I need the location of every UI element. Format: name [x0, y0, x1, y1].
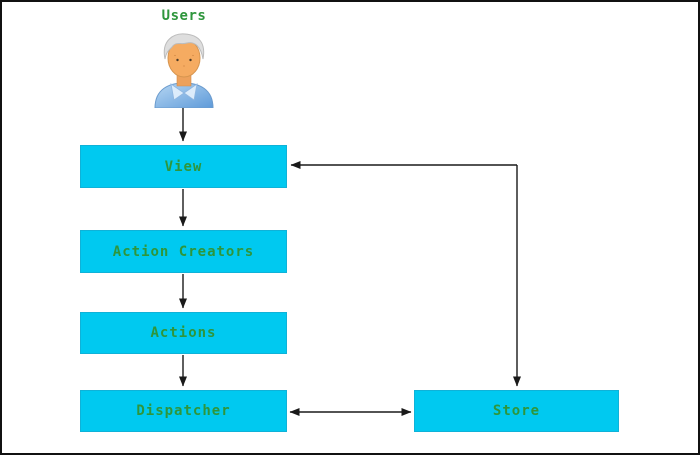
users-label: Users	[161, 8, 207, 24]
node-actions-label: Actions	[150, 325, 217, 341]
node-view: View	[80, 145, 287, 188]
node-action-creators-label: Action Creators	[112, 243, 255, 260]
node-dispatcher: Dispatcher	[80, 390, 287, 432]
node-actions: Actions	[80, 312, 287, 354]
user-avatar-icon	[154, 33, 214, 108]
node-store: Store	[414, 390, 619, 432]
node-dispatcher-label: Dispatcher	[136, 403, 231, 419]
node-store-label: Store	[492, 403, 541, 419]
node-view-label: View	[164, 158, 203, 175]
node-action-creators: Action Creators	[80, 230, 287, 273]
